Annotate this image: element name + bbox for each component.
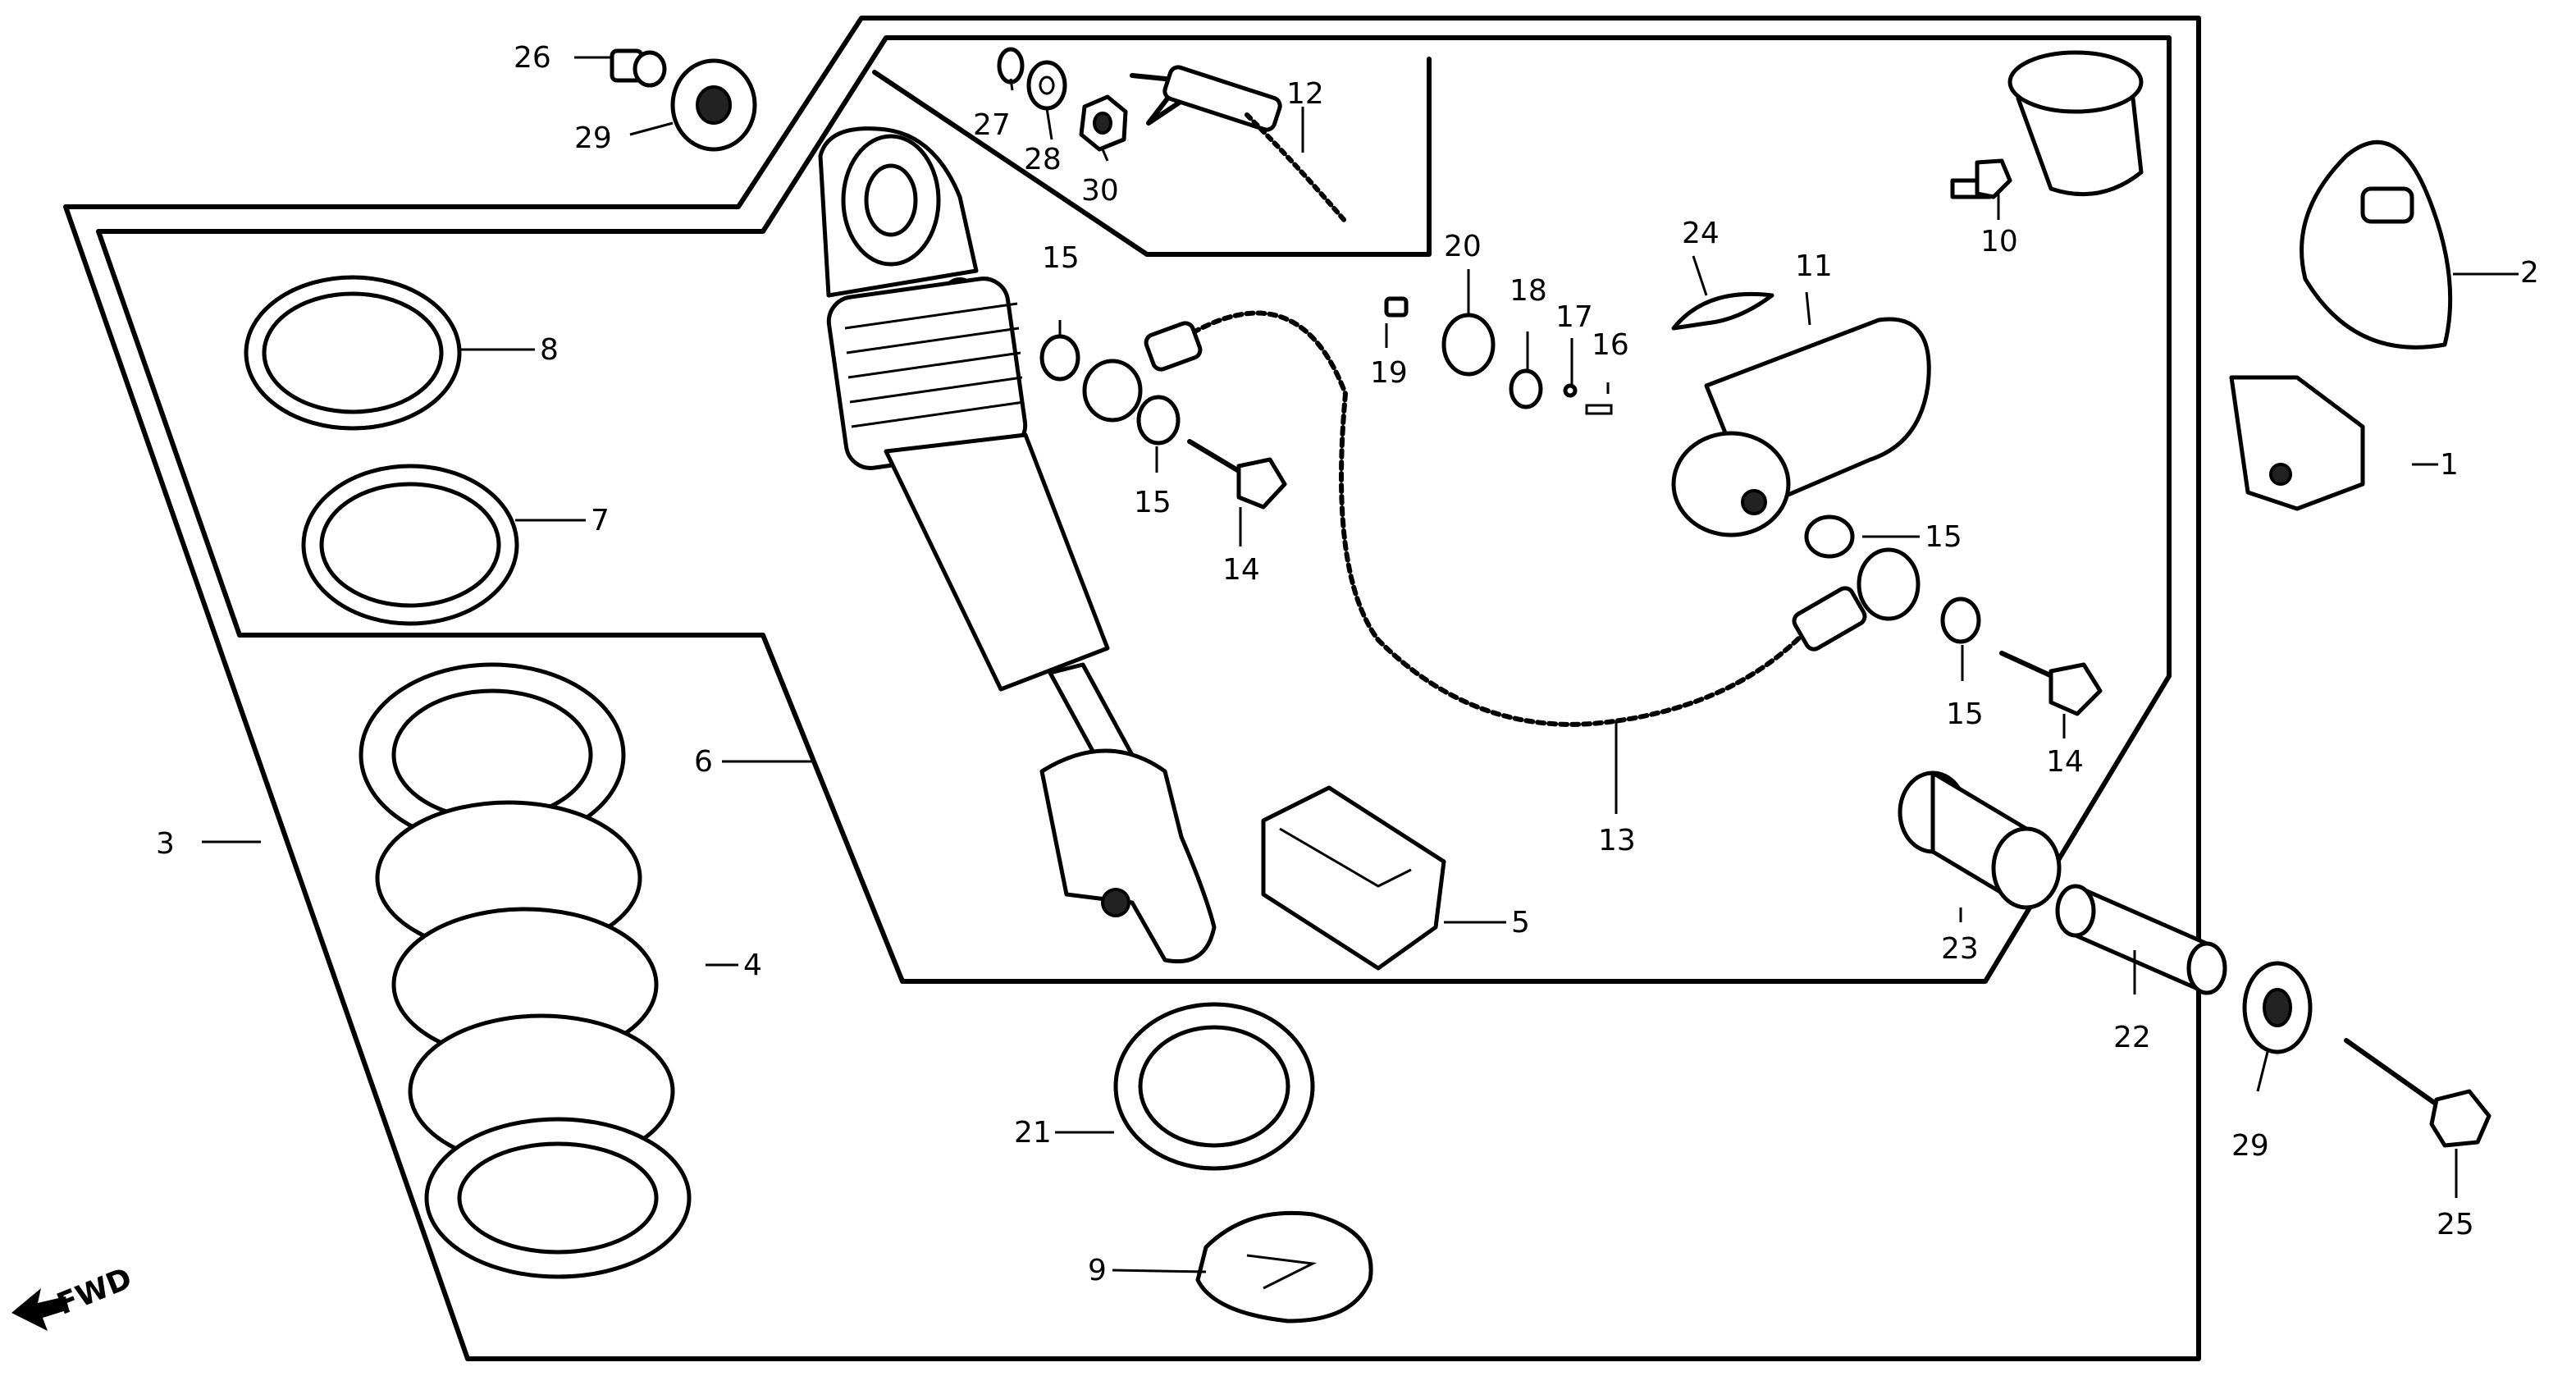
washer-28 xyxy=(1026,60,1067,111)
callout-15-a: 15 xyxy=(1042,241,1080,275)
callout-16: 16 xyxy=(1592,328,1629,362)
collar-15-fitting xyxy=(1082,359,1181,446)
seal-21 xyxy=(1113,1002,1315,1171)
callout-28: 28 xyxy=(1024,143,1062,176)
spring-4 xyxy=(359,662,692,1279)
adjuster-12 xyxy=(1130,65,1348,224)
assembly-outline xyxy=(63,16,2201,1361)
hose-13 xyxy=(1144,310,1921,727)
callout-4: 4 xyxy=(743,949,762,982)
bolt-10 xyxy=(1950,158,2012,199)
band-2 xyxy=(2300,139,2453,350)
callout-24: 24 xyxy=(1682,217,1720,250)
callout-15-b: 15 xyxy=(1134,486,1172,519)
bearing-29-top xyxy=(670,58,757,152)
callout-7: 7 xyxy=(591,504,610,537)
guard-5 xyxy=(1261,785,1446,971)
callout-25: 25 xyxy=(2437,1208,2474,1241)
callout-18: 18 xyxy=(1510,274,1547,308)
callout-14-right: 14 xyxy=(2046,745,2084,779)
callout-12: 12 xyxy=(1286,77,1324,111)
callout-2: 2 xyxy=(2520,256,2539,290)
callout-13: 13 xyxy=(1598,824,1636,857)
callout-6: 6 xyxy=(694,745,713,779)
callout-9: 9 xyxy=(1088,1254,1107,1287)
callout-22: 22 xyxy=(2113,1021,2151,1054)
callout-20: 20 xyxy=(1444,230,1482,263)
seat-9 xyxy=(1195,1210,1373,1324)
callout-21: 21 xyxy=(1014,1116,1052,1150)
washer-15a xyxy=(1039,334,1080,382)
lock-ring-8 xyxy=(244,275,462,431)
bearing-29-right xyxy=(2242,961,2313,1054)
bolt-14-right xyxy=(1999,651,2103,716)
leader-lines xyxy=(202,56,2519,1273)
callout-17: 17 xyxy=(1555,300,1593,334)
bolt-25 xyxy=(2344,1038,2492,1148)
small-parts-16-20 xyxy=(1384,291,1774,415)
washer-15d xyxy=(1940,597,1981,644)
bolt-26 xyxy=(610,48,667,88)
callout-19: 19 xyxy=(1370,356,1408,390)
nut-30 xyxy=(1079,94,1128,152)
callout-8: 8 xyxy=(540,333,559,367)
fwd-arrow-icon xyxy=(11,1288,69,1331)
callout-29-right: 29 xyxy=(2231,1129,2269,1163)
callout-10: 10 xyxy=(1980,225,2018,258)
shock-absorber-6 xyxy=(818,126,1217,964)
lock-ring-7 xyxy=(301,464,519,626)
callout-26: 26 xyxy=(514,41,551,75)
callout-1: 1 xyxy=(2440,448,2459,482)
callout-23: 23 xyxy=(1941,932,1979,966)
callout-3: 3 xyxy=(156,827,175,861)
callout-11: 11 xyxy=(1795,249,1833,283)
bushing-23 xyxy=(1898,770,2062,910)
callout-14-left: 14 xyxy=(1222,553,1260,587)
fwd-label: FWD xyxy=(53,1261,137,1321)
callout-27: 27 xyxy=(973,108,1011,142)
clamp-1 xyxy=(2229,375,2365,511)
oring-27 xyxy=(997,47,1025,85)
callout-5: 5 xyxy=(1511,906,1530,940)
callout-15-c: 15 xyxy=(1925,520,1962,554)
callouts: 1 2 3 4 5 6 7 8 9 10 11 12 13 14 14 15 1… xyxy=(156,41,2539,1287)
cap-10 xyxy=(2007,50,2144,197)
callout-15-d: 15 xyxy=(1946,697,1984,731)
collar-22 xyxy=(2055,884,2227,995)
bolt-14-left xyxy=(1187,439,1287,510)
callout-30: 30 xyxy=(1081,174,1119,208)
washer-15c xyxy=(1804,514,1855,559)
callout-29-top: 29 xyxy=(574,121,612,155)
reservoir-11 xyxy=(1671,317,1931,537)
